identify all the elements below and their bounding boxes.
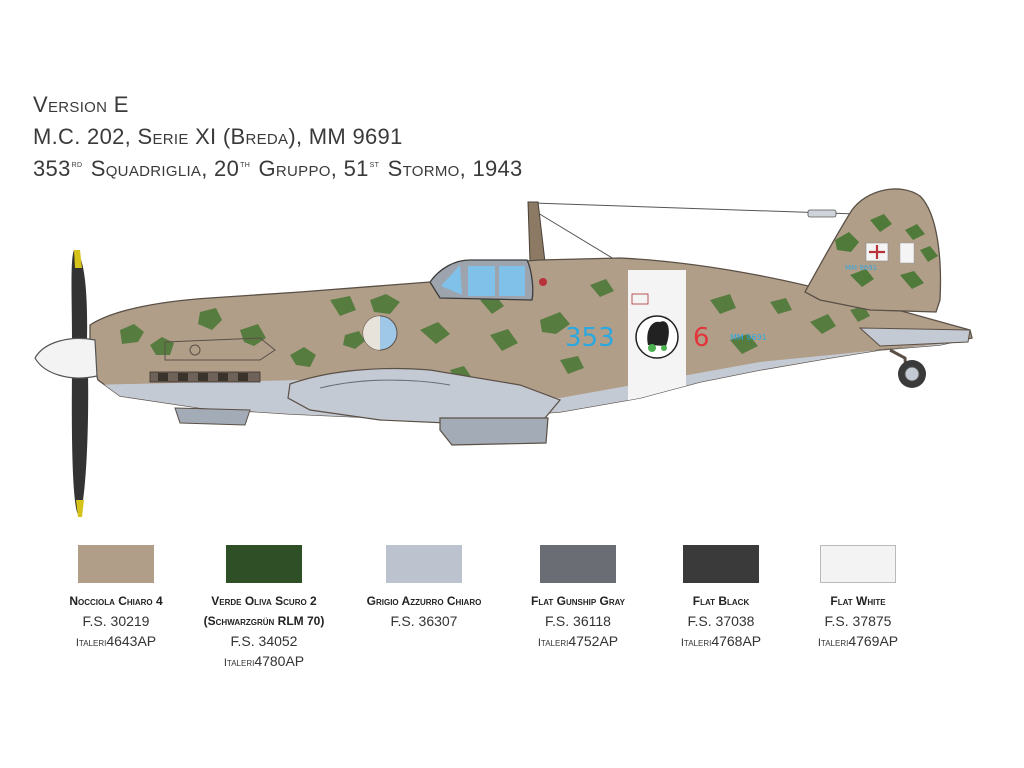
small-emblem	[539, 278, 547, 286]
swatch-fs: F.S. 36307	[390, 613, 458, 629]
tail-serial: MM 9691	[845, 264, 877, 272]
unit-squadriglia-text: Squadriglia, 20	[84, 156, 240, 181]
canopy-pane-front	[468, 266, 495, 296]
tail-camouflage	[835, 214, 938, 289]
swatch-code: Italeri4643AP	[26, 631, 206, 653]
color-swatch-verde-oliva: Verde Oliva Scuro 2 (Schwarzgrün RLM 70)…	[174, 545, 354, 673]
unit-stormo-text: Stormo, 1943	[381, 156, 523, 181]
propeller-blade-lower	[71, 372, 89, 517]
antenna-mast	[527, 201, 546, 263]
unit-sup-st: st	[369, 159, 380, 170]
radiator-intake	[439, 417, 549, 446]
swatch-name: Grigio Azzurro Chiaro	[366, 594, 482, 608]
swatch-brand: Italeri	[537, 637, 569, 649]
exhaust-stacks	[149, 371, 261, 383]
swatch-code: Italeri4768AP	[631, 631, 811, 653]
version-title: Version E	[33, 92, 129, 117]
swatch-code-value: 4752AP	[568, 633, 619, 649]
color-swatch-nocciola: Nocciola Chiaro 4 F.S. 30219 Italeri4643…	[26, 545, 206, 653]
fasces-panel	[899, 242, 915, 264]
fuselage-small-serial: MM 9691	[730, 333, 767, 342]
fuselage-badge-inner	[363, 316, 380, 350]
unit-title: 353rd Squadriglia, 20th Gruppo, 51st Sto…	[33, 158, 523, 180]
swatch-name-2: (Schwarzgrün RLM 70)	[203, 614, 325, 628]
swatch-code-value: 4769AP	[848, 633, 899, 649]
propeller-tip-lower	[76, 500, 84, 517]
swatch-name: Flat Black	[692, 594, 750, 608]
swatch-code: Italeri4752AP	[488, 631, 668, 653]
swatch-brand: Italeri	[680, 637, 712, 649]
swatch-fs: F.S. 37038	[687, 613, 755, 629]
unit-squadriglia-number: 353	[33, 156, 71, 181]
swatch-gunship-chip	[540, 545, 616, 583]
chin-fairing	[174, 407, 251, 426]
propeller-tip-upper	[74, 250, 82, 268]
aircraft-profile-illustration: MM 9691 353 6 MM 9691	[34, 188, 973, 517]
swatch-grigio-chip	[386, 545, 462, 583]
cat-emblem-ball-2	[661, 345, 667, 351]
cat-figure	[647, 321, 669, 346]
swatch-nocciola-chip	[78, 545, 154, 583]
swatch-fs: F.S. 30219	[82, 613, 150, 629]
color-swatch-flat-white: Flat White F.S. 37875 Italeri4769AP	[768, 545, 948, 653]
swatch-name: Verde Oliva Scuro 2	[211, 594, 317, 608]
swatch-brand: Italeri	[817, 637, 849, 649]
unit-sup-rd: rd	[71, 159, 83, 170]
pitot-tube	[807, 209, 837, 218]
camouflage-mottle	[120, 279, 870, 384]
swatch-code: Italeri4769AP	[768, 631, 948, 653]
propeller-blade-upper	[71, 250, 88, 340]
swatch-code-value: 4768AP	[711, 633, 762, 649]
canopy-windscreen	[441, 265, 462, 295]
antenna-wire	[532, 202, 857, 215]
canopy-pane-rear	[499, 266, 525, 296]
swatch-fs: F.S. 36118	[545, 613, 611, 629]
wing-flap-line	[319, 379, 451, 389]
fuselage-number: 353	[565, 323, 615, 353]
swatch-brand: Italeri	[223, 657, 255, 669]
color-swatch-flat-black: Flat Black F.S. 37038 Italeri4768AP	[631, 545, 811, 653]
unit-gruppo-text: Gruppo, 51	[252, 156, 369, 181]
fuselage-code: 6	[693, 323, 710, 353]
swatch-code: Italeri4780AP	[174, 651, 354, 673]
cowl-panel	[164, 337, 276, 361]
savoy-cross	[869, 245, 885, 259]
swatch-verde-chip	[226, 545, 302, 583]
swatch-brand: Italeri	[75, 637, 107, 649]
swatch-name: Nocciola Chiaro 4	[69, 594, 163, 608]
propeller-spinner	[34, 337, 98, 379]
swatch-black-chip	[683, 545, 759, 583]
swatch-fs: F.S. 34052	[230, 633, 298, 649]
tailplane	[858, 327, 971, 347]
model-title: M.C. 202, Serie XI (Breda), MM 9691	[33, 124, 403, 149]
cowl-fastener	[189, 344, 201, 356]
white-band-cross	[631, 293, 649, 305]
cat-emblem-ball	[648, 344, 656, 352]
swatch-code-value: 4780AP	[254, 653, 305, 669]
swatch-code-value: 4643AP	[106, 633, 157, 649]
swatch-name: Flat Gunship Gray	[530, 594, 625, 608]
color-swatch-grigio-azzurro: Grigio Azzurro Chiaro F.S. 36307	[334, 545, 514, 631]
tail-wheel-hub	[904, 366, 920, 382]
swatch-name: Flat White	[830, 594, 886, 608]
unit-sup-th: th	[240, 159, 251, 170]
swatch-fs: F.S. 37875	[824, 613, 892, 629]
color-swatch-gunship-gray: Flat Gunship Gray F.S. 36118 Italeri4752…	[488, 545, 668, 653]
swatch-white-chip	[820, 545, 896, 583]
